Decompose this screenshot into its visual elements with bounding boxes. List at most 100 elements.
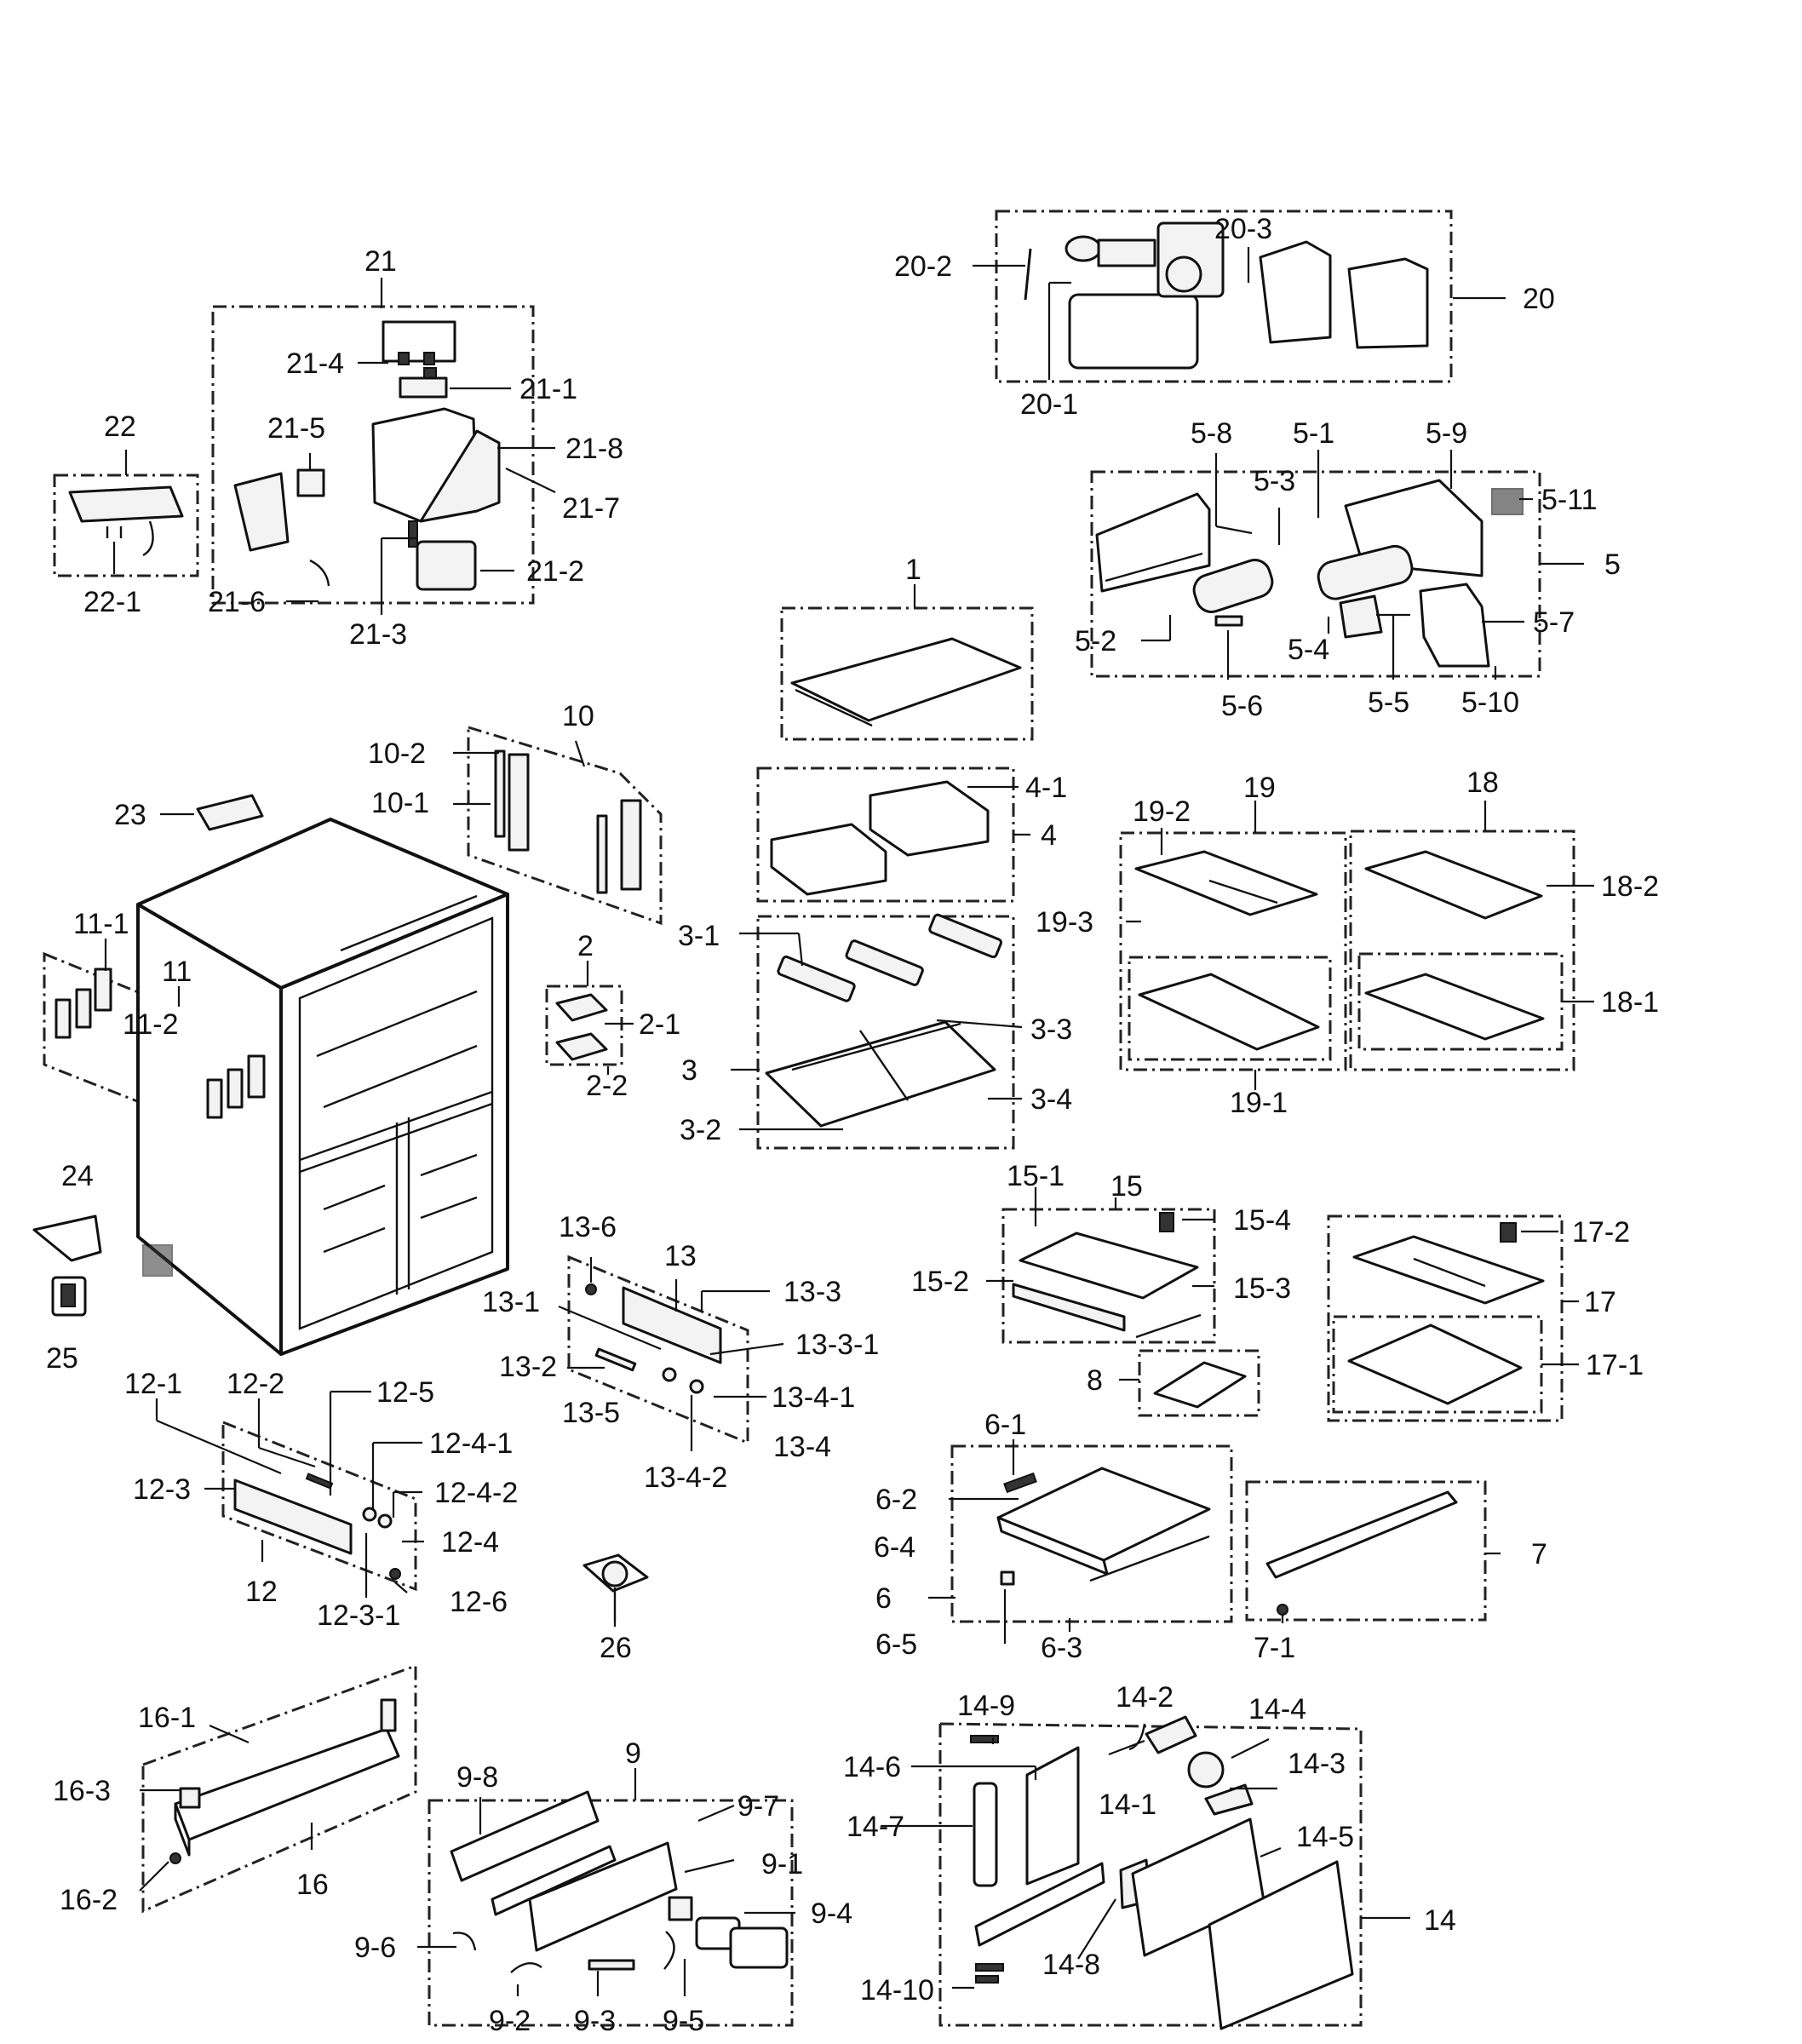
part-9 — [450, 1790, 789, 1973]
callout-11-1: 11-1 — [73, 908, 129, 940]
callout-14-6: 14-6 — [843, 1751, 901, 1783]
callout-6-3: 6-3 — [1041, 1632, 1082, 1664]
callout-11: 11 — [162, 956, 192, 988]
callout-13-4-1: 13-4-1 — [772, 1381, 855, 1414]
callout-16: 16 — [296, 1869, 329, 1901]
part-22 — [68, 485, 184, 557]
callout-12-3-1: 12-3-1 — [317, 1599, 400, 1632]
callout-18-2: 18-2 — [1601, 870, 1659, 903]
callout-12-2: 12-2 — [227, 1368, 284, 1400]
part-17 — [1347, 1222, 1545, 1405]
callout-21-2: 21-2 — [526, 555, 584, 588]
callout-15-3: 15-3 — [1233, 1272, 1291, 1305]
callout-22-1: 22-1 — [83, 586, 141, 618]
callout-13-3-1: 13-3-1 — [795, 1329, 879, 1361]
fan-26 — [582, 1553, 649, 1622]
part-15 — [1012, 1212, 1202, 1339]
callout-5-6: 5-6 — [1221, 690, 1263, 722]
callout-14-5: 14-5 — [1296, 1821, 1354, 1853]
callout-12-3: 12-3 — [133, 1473, 191, 1506]
part-14 — [970, 1715, 1354, 2030]
group-12-outline — [221, 1420, 417, 1592]
callout-19-1: 19-1 — [1230, 1087, 1288, 1119]
callout-5-5: 5-5 — [1368, 686, 1409, 719]
callout-14-1: 14-1 — [1099, 1788, 1156, 1821]
group-1-outline — [780, 606, 1034, 741]
callout-20-3: 20-3 — [1214, 213, 1272, 245]
group-6-outline — [950, 1444, 1233, 1623]
group-13-outline — [567, 1255, 749, 1445]
crisper-cover-3 — [765, 913, 1002, 1128]
group-20-outline — [995, 210, 1453, 383]
group-3-outline — [756, 915, 1015, 1150]
callout-9-1: 9-1 — [761, 1848, 803, 1880]
callout-21-8: 21-8 — [565, 433, 623, 465]
callout-2-1: 2-1 — [639, 1008, 680, 1041]
callout-labels: 1 2 2-1 2-2 3 3-1 3-2 3-3 3-4 4 4-1 5 5-… — [46, 213, 1659, 2037]
part-12 — [233, 1473, 401, 1580]
callout-12-4: 12-4 — [441, 1526, 499, 1559]
group-8-outline — [1138, 1349, 1260, 1417]
callout-5-4: 5-4 — [1288, 634, 1329, 666]
callout-9-7: 9-7 — [737, 1790, 779, 1823]
callout-15-2: 15-2 — [911, 1266, 969, 1298]
callout-11-2: 11-2 — [123, 1008, 179, 1041]
group-17-outline — [1327, 1214, 1564, 1422]
group-14-outline — [938, 1722, 1363, 2027]
callout-13-4-2: 13-4-2 — [644, 1461, 727, 1494]
callout-3-2: 3-2 — [680, 1114, 721, 1146]
callout-14-4: 14-4 — [1248, 1693, 1306, 1725]
callout-9-4: 9-4 — [811, 1898, 852, 1930]
callout-20-1: 20-1 — [1020, 388, 1078, 421]
callout-12-5: 12-5 — [376, 1376, 434, 1409]
group-19-outline — [1119, 831, 1347, 1071]
callout-24: 24 — [61, 1160, 94, 1192]
callout-12-4-2: 12-4-2 — [434, 1477, 518, 1509]
ice-dispenser-assembly — [1024, 221, 1429, 370]
callout-15-1: 15-1 — [1007, 1160, 1065, 1192]
callout-3: 3 — [681, 1054, 697, 1087]
callout-25: 25 — [46, 1342, 78, 1375]
callout-3-1: 3-1 — [678, 920, 720, 952]
part-11 — [55, 967, 266, 1119]
callout-5-1: 5-1 — [1293, 417, 1334, 450]
callout-13-1: 13-1 — [482, 1286, 540, 1318]
part-24-25 — [32, 1214, 102, 1317]
shelf-18 — [1364, 850, 1545, 1041]
callout-12-4-1: 12-4-1 — [429, 1427, 513, 1460]
callout-12: 12 — [245, 1576, 278, 1608]
callout-12-6: 12-6 — [450, 1586, 508, 1618]
callout-17: 17 — [1584, 1286, 1616, 1318]
callout-19: 19 — [1243, 772, 1276, 804]
callout-5-8: 5-8 — [1191, 417, 1232, 450]
callout-5-10: 5-10 — [1461, 686, 1519, 719]
callout-7-1: 7-1 — [1254, 1632, 1295, 1664]
callout-17-1: 17-1 — [1586, 1349, 1644, 1381]
callout-6-5: 6-5 — [875, 1628, 917, 1661]
part-7 — [1265, 1490, 1458, 1616]
callout-19-2: 19-2 — [1133, 795, 1191, 828]
callout-8: 8 — [1087, 1364, 1103, 1397]
group-16-outline — [141, 1663, 417, 1914]
callout-19-3: 19-3 — [1036, 906, 1093, 939]
callout-13-4: 13-4 — [773, 1431, 831, 1463]
callout-12-1: 12-1 — [124, 1368, 182, 1400]
callout-18-1: 18-1 — [1601, 986, 1659, 1019]
part-2 — [555, 993, 608, 1061]
callout-15-4: 15-4 — [1233, 1204, 1291, 1237]
callout-21-6: 21-6 — [208, 586, 266, 618]
callout-3-4: 3-4 — [1030, 1083, 1072, 1116]
callout-9-6: 9-6 — [354, 1932, 396, 1964]
callout-4: 4 — [1041, 819, 1057, 852]
callout-21: 21 — [364, 245, 397, 278]
callout-5-7: 5-7 — [1533, 606, 1575, 639]
group-17-1-outline — [1332, 1315, 1543, 1414]
callout-14-8: 14-8 — [1042, 1949, 1100, 1981]
part-23 — [196, 794, 264, 831]
callout-9-5: 9-5 — [663, 2005, 704, 2037]
callout-4-1: 4-1 — [1025, 772, 1067, 804]
callout-2: 2 — [577, 930, 594, 962]
callout-16-2: 16-2 — [60, 1884, 118, 1916]
callout-16-1: 16-1 — [138, 1702, 196, 1734]
